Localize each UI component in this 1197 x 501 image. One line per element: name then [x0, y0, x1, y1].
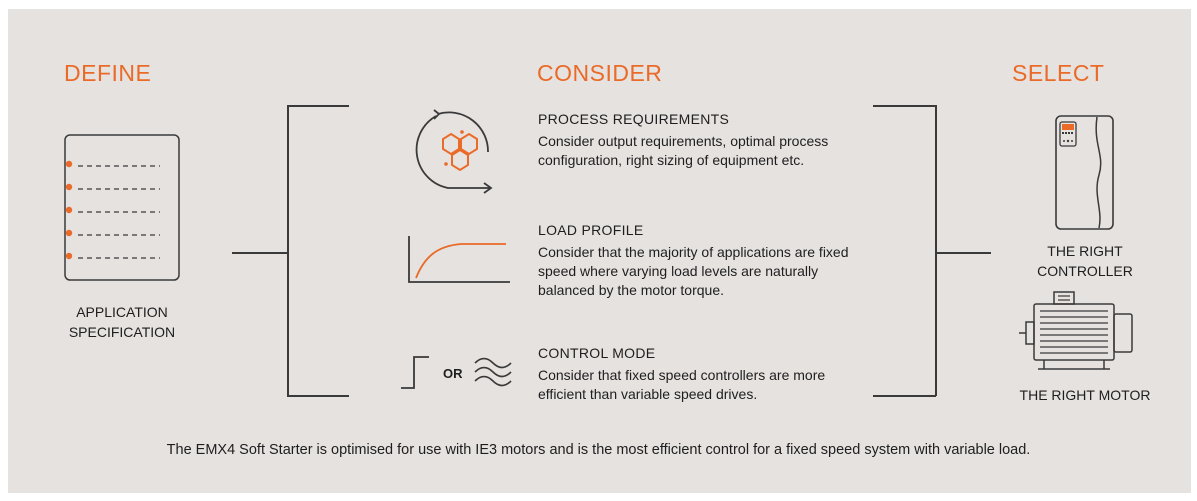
checklist-document-icon [64, 134, 180, 281]
checklist-bullets [65, 160, 73, 260]
or-label: OR [443, 366, 463, 381]
process-requirements-title: PROCESS REQUIREMENTS [538, 111, 730, 127]
consider-right-bracket [935, 105, 937, 396]
select-connector-line [935, 252, 991, 254]
select-heading: SELECT [1012, 60, 1105, 86]
checklist-lines [78, 165, 160, 259]
load-profile-title: LOAD PROFILE [538, 222, 644, 238]
control-mode-description: Consider that fixed speed controllers ar… [538, 367, 826, 402]
control-mode-title: CONTROL MODE [538, 345, 656, 361]
process-requirements-description: Consider output requirements, optimal pr… [538, 133, 829, 168]
define-heading: DEFINE [64, 60, 152, 86]
define-connector-line [232, 252, 287, 254]
step-function-icon [401, 356, 429, 389]
consider-left-bracket [287, 105, 289, 396]
consider-heading: CONSIDER [537, 60, 663, 86]
load-curve-graph-icon [408, 236, 510, 283]
electric-motor-icon [1019, 291, 1133, 370]
load-profile-description: Consider that the majority of applicatio… [538, 244, 849, 298]
footnote-text: The EMX4 Soft Starter is optimised for u… [166, 442, 1031, 458]
sine-wave-icon [474, 357, 512, 387]
soft-starter-controller-icon [1055, 115, 1114, 230]
process-cycle-hexagons-icon [415, 109, 493, 194]
right-motor-caption: THE RIGHT MOTOR [1019, 387, 1151, 403]
right-controller-caption: THE RIGHT CONTROLLER [1037, 243, 1133, 279]
diagram-panel [8, 9, 1191, 493]
application-specification-caption: APPLICATION SPECIFICATION [68, 304, 176, 340]
